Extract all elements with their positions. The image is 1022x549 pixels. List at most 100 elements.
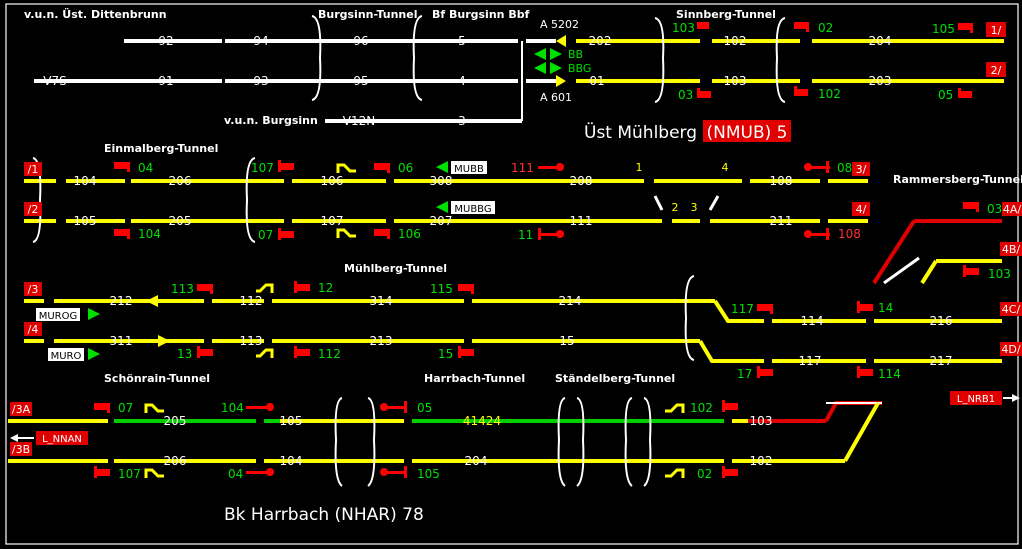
label-murog[interactable]: MUROG [39, 311, 78, 322]
signal-label-07[interactable]: 07 [258, 228, 273, 242]
exit-box-4a[interactable] [1002, 202, 1022, 216]
track-label-213[interactable]: 213 [370, 334, 393, 348]
signal-label-106[interactable]: 106 [398, 227, 421, 241]
signal-label-05[interactable]: 05 [417, 401, 432, 415]
exit-box-4c[interactable] [1000, 302, 1022, 316]
signal-label-103b[interactable]: 103 [988, 267, 1011, 281]
bbg-left-arrow[interactable] [534, 62, 546, 74]
exit-label-4b[interactable]: 4B/ [1002, 243, 1021, 256]
track-label-105[interactable]: 105 [280, 414, 303, 428]
exit-box-4d[interactable] [1000, 342, 1022, 356]
track-label-103[interactable]: 103 [750, 414, 773, 428]
track-label-202[interactable]: 202 [589, 34, 612, 48]
track-label-207[interactable]: 207 [430, 214, 453, 228]
signal-label-105[interactable]: 105 [932, 22, 955, 36]
signal-label-03[interactable]: 03 [678, 88, 693, 102]
signal-label-04[interactable]: 04 [138, 161, 153, 175]
track-label-95[interactable]: 95 [353, 74, 368, 88]
shunt-signal-icon[interactable] [256, 283, 274, 293]
track-label-103[interactable]: 103 [724, 74, 747, 88]
exit-label-3[interactable]: 3/ [856, 163, 867, 176]
track-label-311[interactable]: 311 [110, 334, 133, 348]
signal-label-07[interactable]: 07 [118, 401, 133, 415]
signal-label-112[interactable]: 112 [318, 347, 341, 361]
shunt-signal-icon[interactable] [336, 163, 356, 173]
track-label-203[interactable]: 203 [869, 74, 892, 88]
signal-label-12[interactable]: 12 [318, 281, 333, 295]
exit-box-w3[interactable] [24, 282, 42, 296]
signal-label-17[interactable]: 17 [737, 367, 752, 381]
track-114-216[interactable] [713, 299, 1002, 323]
exit-label-1[interactable]: 1/ [991, 24, 1002, 37]
signal-label-103[interactable]: 103 [672, 21, 695, 35]
track-label-206[interactable]: 206 [164, 454, 187, 468]
signal-label-08[interactable]: 08 [837, 161, 852, 175]
switch-label-1[interactable]: 1 [636, 161, 643, 174]
track-label-102[interactable]: 102 [724, 34, 747, 48]
track-label-a601[interactable]: A 601 [540, 91, 572, 104]
signal-label-114[interactable]: 114 [878, 367, 901, 381]
exit-box-4[interactable] [852, 202, 870, 216]
exit-box-w1[interactable] [24, 162, 42, 176]
exit-label-w2[interactable]: /2 [28, 203, 39, 216]
muro-box[interactable] [48, 348, 84, 361]
track-label-205[interactable]: 205 [169, 214, 192, 228]
neighbor-label-nnan[interactable]: L_NNAN [42, 434, 82, 445]
switch-3-blade[interactable] [708, 195, 720, 211]
track-label-92[interactable]: 92 [158, 34, 173, 48]
track-label-211[interactable]: 211 [770, 214, 793, 228]
track-label-204[interactable]: 204 [869, 34, 892, 48]
track-rammersberg-red[interactable] [872, 219, 916, 285]
shunt-signal-icon[interactable] [665, 403, 685, 413]
switch-2-blade[interactable] [653, 195, 664, 211]
track-label-3[interactable]: 3 [458, 114, 466, 128]
track-label-104[interactable]: 104 [74, 174, 97, 188]
track-label-15[interactable]: 15 [559, 334, 574, 348]
track-label-4[interactable]: 4 [458, 74, 466, 88]
track-label-212[interactable]: 212 [110, 294, 133, 308]
muro-arrow[interactable] [88, 348, 100, 360]
track-label-104[interactable]: 104 [280, 454, 303, 468]
track-label-a5202[interactable]: A 5202 [540, 18, 579, 31]
exit-box-1[interactable] [986, 22, 1006, 37]
exit-box-w4[interactable] [24, 322, 42, 336]
exit-label-4c[interactable]: 4C/ [1002, 303, 1021, 316]
signal-label-107[interactable]: 107 [118, 467, 141, 481]
signal-label-02[interactable]: 02 [818, 21, 833, 35]
signal-label-03b[interactable]: 03 [987, 202, 1002, 216]
murog-box[interactable] [36, 308, 80, 321]
track-label-108[interactable]: 108 [770, 174, 793, 188]
signal-label-105[interactable]: 105 [417, 467, 440, 481]
signal-label-14[interactable]: 14 [878, 301, 893, 315]
switch-label-3[interactable]: 3 [691, 201, 698, 214]
bb-left-arrow[interactable] [534, 48, 546, 60]
switch-label-2[interactable]: 2 [672, 201, 679, 214]
track-label-208[interactable]: 208 [570, 174, 593, 188]
neighbor-box-nrb1[interactable] [950, 391, 1002, 405]
signal-label-05[interactable]: 05 [938, 88, 953, 102]
track-label-93[interactable]: 93 [253, 74, 268, 88]
label-muro[interactable]: MURO [51, 351, 82, 362]
exit-label-w1[interactable]: /1 [28, 163, 39, 176]
exit-box-2[interactable] [986, 62, 1006, 77]
label-bb[interactable]: BB [568, 48, 583, 61]
signal-label-115[interactable]: 115 [430, 282, 453, 296]
signal-label-107[interactable]: 107 [251, 161, 274, 175]
signal-label-11[interactable]: 11 [518, 228, 533, 242]
exit-label-w4[interactable]: /4 [28, 323, 39, 336]
exit-box-w2[interactable] [24, 202, 42, 216]
signal-label-02[interactable]: 02 [697, 467, 712, 481]
label-mubb[interactable]: MUBB [454, 164, 484, 175]
track-label-114[interactable]: 114 [801, 314, 824, 328]
track-label-217[interactable]: 217 [930, 354, 953, 368]
track-label-96[interactable]: 96 [353, 34, 368, 48]
track-label-205[interactable]: 205 [164, 414, 187, 428]
track-label-91[interactable]: 91 [158, 74, 173, 88]
mubb-box[interactable] [451, 161, 487, 174]
exit-box-w3b[interactable] [10, 442, 32, 456]
track-label-112[interactable]: 112 [240, 294, 263, 308]
signal-label-15[interactable]: 15 [438, 347, 453, 361]
track-label-206[interactable]: 206 [169, 174, 192, 188]
exit-box-4b[interactable] [1000, 242, 1022, 256]
bb-right-arrow[interactable] [550, 48, 562, 60]
